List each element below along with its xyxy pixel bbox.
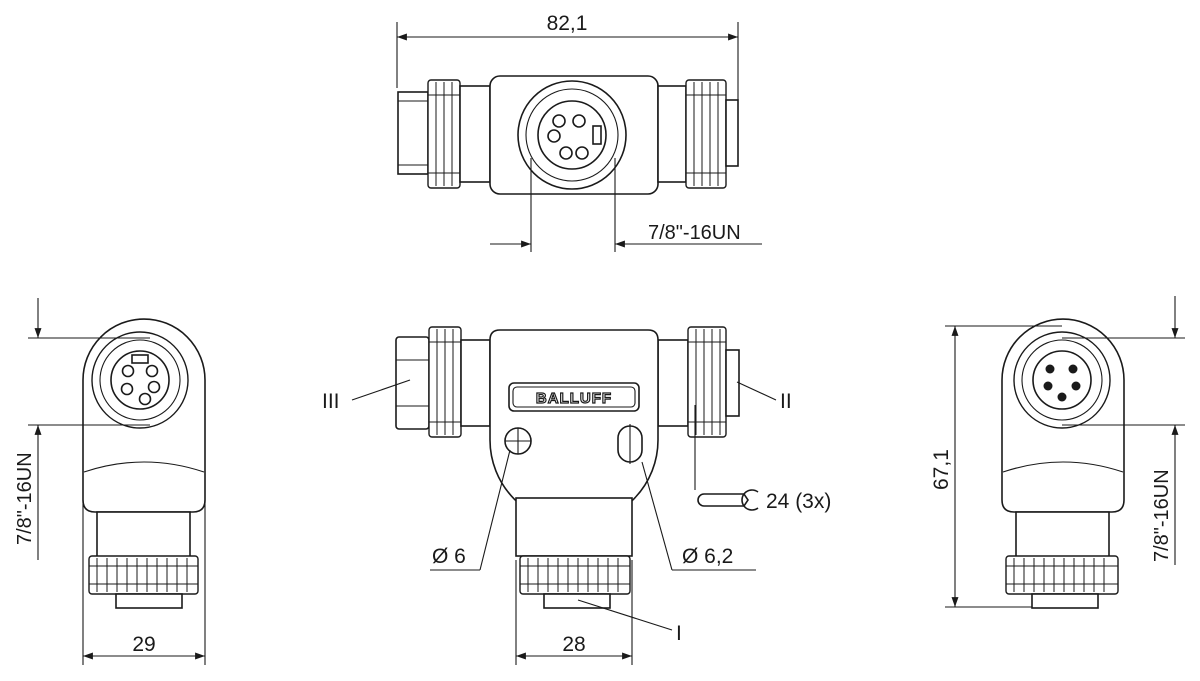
hole-right-label: Ø 6,2 bbox=[682, 545, 733, 568]
top-socket-key bbox=[592, 125, 602, 145]
brand-plate bbox=[508, 382, 640, 412]
left-view-socket-key bbox=[131, 354, 149, 364]
front-left-collar bbox=[460, 339, 491, 427]
left-view-bottom-plug bbox=[115, 593, 183, 609]
overall-length-label: 82,1 bbox=[547, 12, 588, 35]
right-plug-stub bbox=[725, 99, 739, 167]
right-view-pin bbox=[1045, 364, 1055, 374]
left-collar bbox=[459, 85, 491, 183]
right-height-label: 67,1 bbox=[930, 449, 953, 490]
brand-logo: BALLUFF bbox=[536, 390, 612, 407]
left-view-neck bbox=[96, 511, 191, 559]
right-view-bottom-nut bbox=[1005, 555, 1119, 595]
wrench-size-label: 24 (3x) bbox=[766, 490, 831, 513]
port-label-i: I bbox=[676, 622, 682, 645]
top-socket-outer-ring bbox=[517, 80, 627, 190]
right-view-pin bbox=[1043, 381, 1053, 391]
right-view-pin bbox=[1057, 392, 1067, 402]
left-thread-label: 7/8"-16UN bbox=[14, 452, 36, 545]
left-view: 7/8"-16UN 29 bbox=[14, 298, 206, 665]
right-thread-label: 7/8"-16UN bbox=[1151, 469, 1173, 562]
hole-left-label: Ø 6 bbox=[432, 545, 466, 568]
front-view: BALLUFF III II I 24 (3x) Ø 6 Ø 6,2 bbox=[322, 326, 831, 665]
top-thread-label: 7/8"-16UN bbox=[648, 222, 741, 244]
wrench-icon bbox=[697, 493, 749, 507]
top-socket-pin bbox=[559, 146, 573, 160]
right-view-socket-face bbox=[1032, 350, 1092, 410]
right-view-pin bbox=[1071, 381, 1081, 391]
left-view-socket-nut bbox=[91, 331, 189, 429]
left-view-socket-face bbox=[110, 350, 170, 410]
port-label-ii: II bbox=[780, 390, 792, 413]
front-right-collar bbox=[657, 339, 689, 427]
front-bottom-neck bbox=[515, 497, 633, 557]
left-view-bottom-nut bbox=[88, 555, 199, 595]
right-collar bbox=[657, 85, 687, 183]
front-right-plug bbox=[725, 349, 740, 417]
right-view-pin bbox=[1068, 364, 1078, 374]
mounting-hole-slot bbox=[617, 425, 643, 463]
top-socket-face bbox=[537, 100, 607, 170]
right-view-bottom-plug bbox=[1031, 593, 1099, 609]
top-socket-pin bbox=[572, 114, 586, 128]
hole-left-leader bbox=[479, 449, 511, 571]
top-view: 82,1 7/8"-16UN bbox=[396, 12, 762, 252]
right-knurled-nut bbox=[685, 79, 727, 189]
top-central-body bbox=[489, 75, 659, 195]
right-view-socket-nut bbox=[1013, 331, 1111, 429]
top-socket-pin bbox=[575, 146, 589, 160]
front-bottom-plug bbox=[543, 593, 611, 609]
front-bottom-knurled-nut bbox=[519, 555, 631, 595]
left-plug-stub bbox=[397, 91, 429, 175]
right-view: 67,1 7/8"-16UN bbox=[930, 296, 1185, 609]
right-view-neck bbox=[1015, 511, 1110, 559]
hole-right-leader bbox=[641, 461, 673, 571]
port-label-iii: III bbox=[322, 390, 340, 413]
left-width-label: 29 bbox=[132, 633, 155, 656]
top-socket-pin bbox=[552, 114, 566, 128]
top-socket-pin bbox=[547, 129, 561, 143]
front-width-label: 28 bbox=[562, 633, 585, 656]
